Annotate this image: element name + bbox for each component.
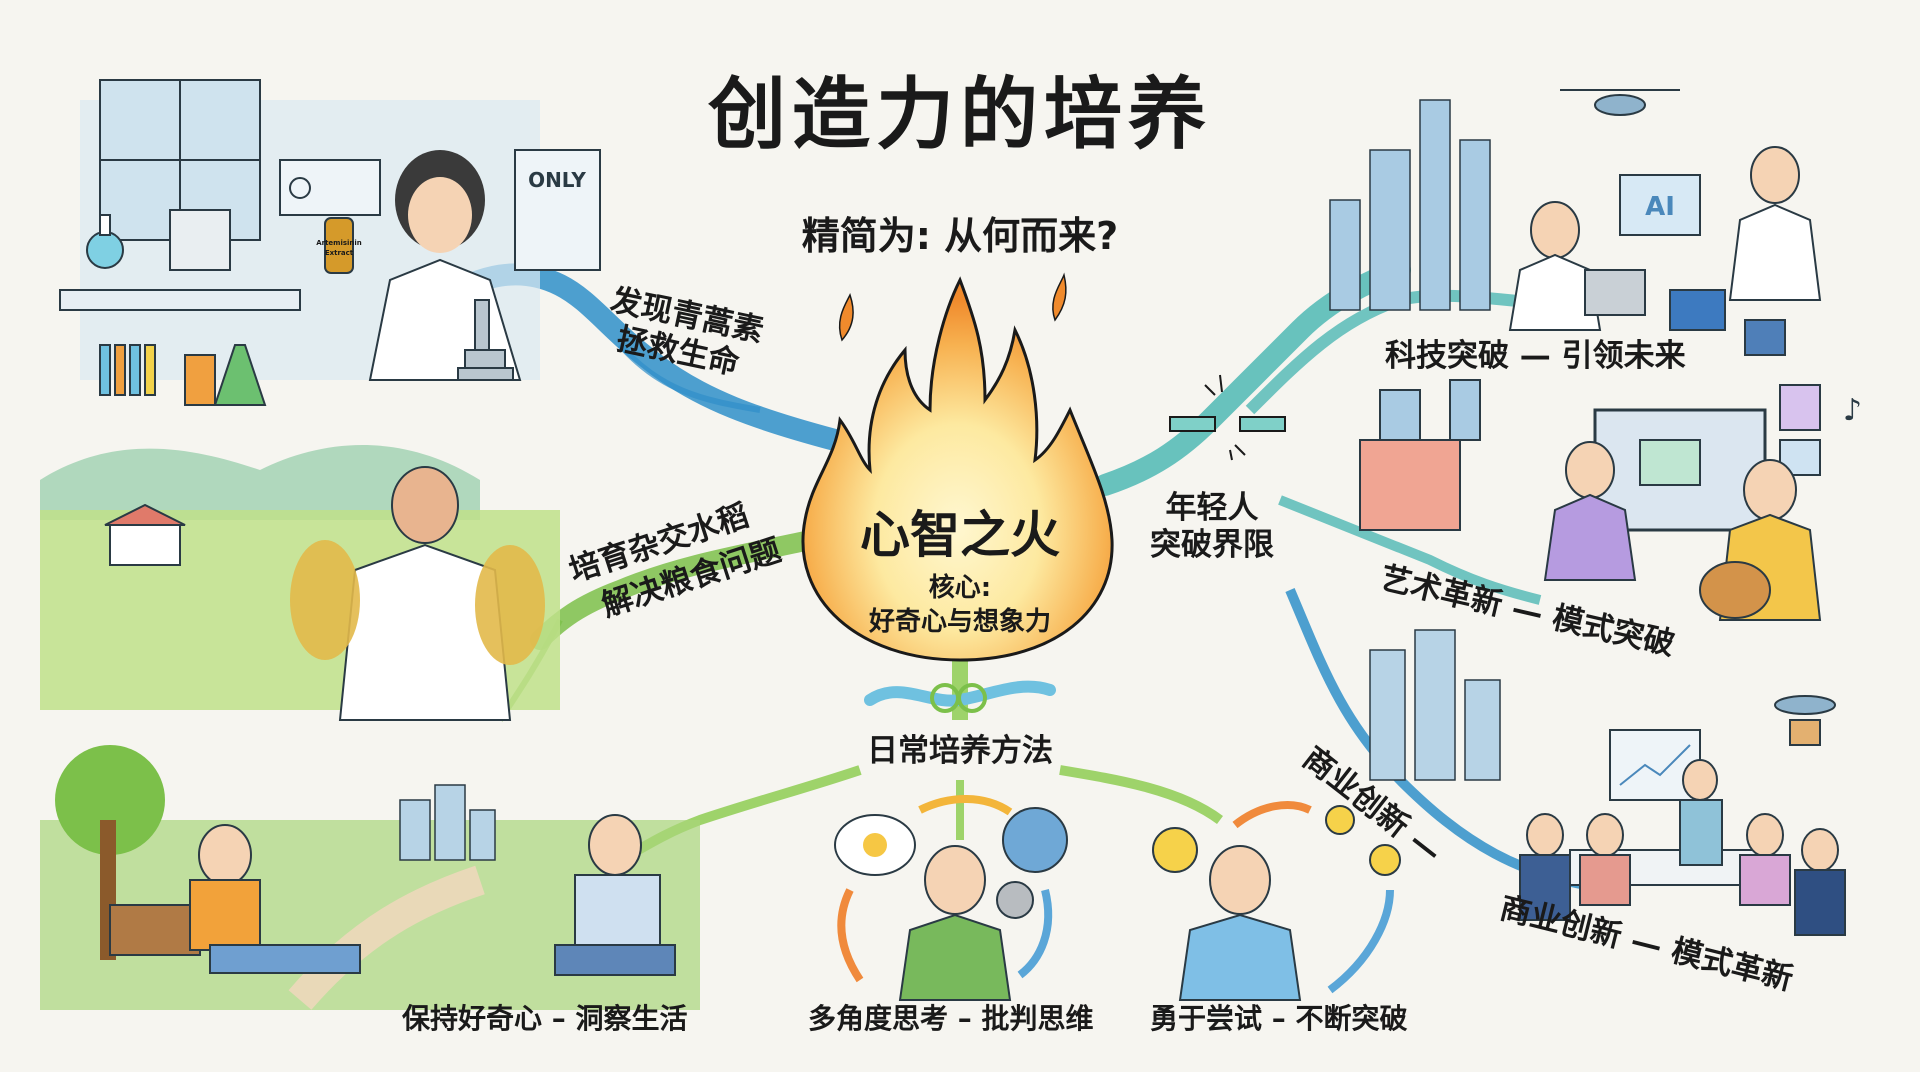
image-icon xyxy=(1639,439,1701,486)
lightbulb-large-icon xyxy=(1152,827,1198,873)
label-youth: 年轻人 突破界限 xyxy=(1150,490,1274,564)
farmer-yuan-longping xyxy=(338,466,512,721)
arrow-down-icon xyxy=(1017,889,1053,979)
delivery-drone-icon xyxy=(1774,695,1836,746)
molecule-poster xyxy=(279,159,381,216)
beaker-icon xyxy=(184,354,216,406)
guitar-icon xyxy=(1699,561,1771,619)
drone-icon xyxy=(1560,89,1680,116)
molecule-icon xyxy=(289,177,311,199)
knot-icon xyxy=(864,680,1056,713)
broken-barrier-icon xyxy=(1169,374,1286,461)
flask-icon xyxy=(86,214,124,269)
page-title: 创造力的培养 xyxy=(707,70,1212,160)
mountains xyxy=(40,445,480,520)
spark-icon xyxy=(838,293,854,342)
music-note-icon: ♪ xyxy=(1843,393,1862,428)
arrow-up-icon xyxy=(837,888,864,983)
core-subtitle-line1: 核心: xyxy=(928,573,992,603)
tree-icon xyxy=(55,745,165,960)
label-method-trying: 勇于尝试 – 不断突破 xyxy=(1150,1002,1408,1035)
farmhouse-icon xyxy=(104,503,186,566)
boy-journaling xyxy=(554,814,676,976)
bench-icon xyxy=(109,904,201,956)
core-subtitle-line2: 好奇心与想象力 xyxy=(868,606,1051,637)
test-tubes-icon xyxy=(99,344,156,396)
ai-screen-text: AI xyxy=(1645,192,1675,222)
flame-icon xyxy=(801,276,1114,662)
scientist-male xyxy=(1728,146,1822,301)
building-icon xyxy=(1359,379,1481,531)
lab-machine-icon xyxy=(169,209,231,271)
girl-artist xyxy=(1543,441,1637,581)
arrow-blue-icon xyxy=(1327,889,1394,994)
girl-journaling xyxy=(189,824,361,974)
city-skyline-small xyxy=(399,784,496,861)
label-youth-line2: 突破界限 xyxy=(1150,527,1274,564)
branch-daily-right xyxy=(1059,765,1223,825)
arrow-orange-icon xyxy=(1232,801,1312,829)
gear-small-icon xyxy=(996,881,1034,919)
laptop-icon xyxy=(1584,269,1646,316)
microscope-icon xyxy=(457,299,514,381)
photo-icon xyxy=(1779,384,1821,431)
arrow-right-icon xyxy=(918,795,1013,816)
label-method-curiosity: 保持好奇心 – 洞察生活 xyxy=(402,1002,688,1035)
chip-icon xyxy=(1669,289,1726,331)
bottle-label-line2: Extract xyxy=(325,249,354,257)
branch-rice xyxy=(530,530,820,650)
lightbulb-icon xyxy=(863,833,887,857)
growth-chart-icon xyxy=(1619,744,1691,786)
label-youth-line1: 年轻人 xyxy=(1165,490,1259,526)
lab-bench xyxy=(59,289,301,311)
core-subtitle: 核心: 好奇心与想象力 xyxy=(820,572,1100,640)
office-skyline xyxy=(1369,629,1501,781)
rice-sheaf-icon xyxy=(290,540,545,665)
boy-thinking xyxy=(898,845,1012,1001)
page-subtitle: 精简为: 从何而来? xyxy=(801,214,1119,258)
label-tech: 科技突破 — 引领未来 xyxy=(1385,338,1686,374)
only-sign xyxy=(514,149,601,271)
medicine-bottle-icon xyxy=(324,217,354,274)
boy-guitarist xyxy=(1699,459,1822,621)
city-skyline xyxy=(1329,99,1491,311)
scientist-female xyxy=(1508,201,1602,331)
spark-icon-2 xyxy=(1052,272,1067,322)
only-sign-text: ONLY xyxy=(528,168,586,192)
chip-small-icon xyxy=(1744,319,1786,356)
branch-artemisinin-sub xyxy=(617,343,761,413)
meeting-people xyxy=(1519,759,1846,936)
lightbulb-small-icon xyxy=(1325,805,1355,835)
park-path xyxy=(288,865,485,1010)
ai-screen xyxy=(1619,174,1701,236)
boy-excited xyxy=(1178,845,1302,1001)
lightbulb-small-icon-2 xyxy=(1369,844,1401,876)
label-method-thinking: 多角度思考 – 批判思维 xyxy=(808,1002,1094,1035)
core-title: 心智之火 xyxy=(860,506,1060,564)
gear-icon xyxy=(1002,807,1068,873)
branch-art xyxy=(1278,495,1542,605)
bottle-label-line1: Artemisinin xyxy=(316,239,362,247)
label-daily-methods: 日常培养方法 xyxy=(867,733,1053,769)
erlenmeyer-flask-icon xyxy=(213,344,267,406)
